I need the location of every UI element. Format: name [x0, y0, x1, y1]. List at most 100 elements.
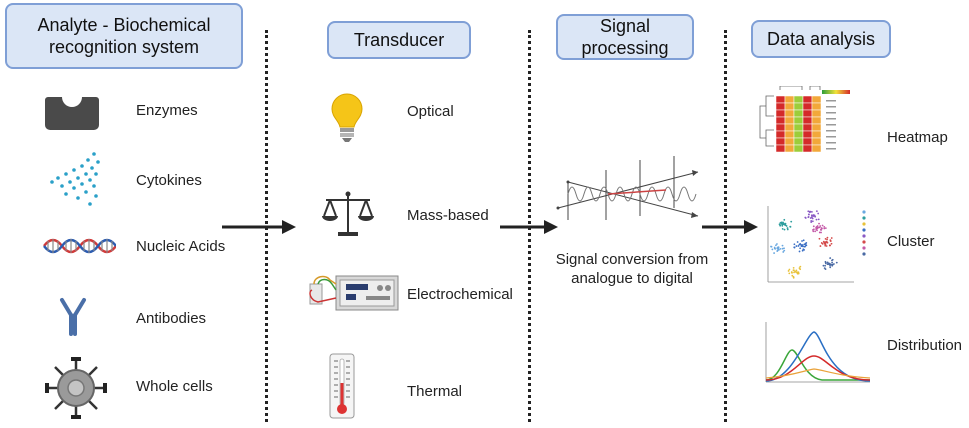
cluster-dot [818, 222, 820, 225]
header-data-label: Data analysis [766, 29, 876, 49]
cluster-dot [812, 229, 814, 231]
cluster-dot [770, 245, 772, 248]
heatmap-cell [775, 137, 786, 146]
heatmap-cell [784, 130, 795, 139]
cluster-dot [775, 244, 777, 247]
cluster-dot [809, 217, 812, 219]
cluster-dot [807, 210, 810, 213]
cluster-dot [788, 268, 791, 271]
cluster-dot [824, 268, 827, 271]
header-transducer: Transducer [327, 21, 471, 59]
analyte-label-whole-cells: Whole cells [136, 378, 213, 395]
cluster-dot [817, 218, 820, 221]
cluster-dot [831, 261, 834, 264]
cluster-legend-marker [862, 246, 866, 250]
cluster-dot [818, 237, 821, 240]
cluster-dot [829, 264, 831, 267]
cluster-dot [793, 271, 795, 274]
cluster-dot [805, 244, 807, 247]
heatmap-cell [802, 123, 813, 132]
cluster-dot [797, 245, 800, 247]
cluster-dot [821, 224, 824, 227]
cluster-dot [801, 249, 804, 252]
analyte-label-antibodies: Antibodies [136, 310, 207, 327]
cluster-dot [824, 260, 827, 263]
heatmap-cell [793, 116, 804, 125]
heatmap-cell [802, 95, 813, 104]
heatmap-cell [802, 102, 813, 111]
cluster-dot [802, 245, 805, 248]
cluster-dot [824, 244, 827, 247]
cluster-dot [792, 269, 795, 272]
cluster-dot [784, 222, 787, 225]
cluster-dot [782, 221, 784, 224]
heatmap-cell [802, 109, 813, 118]
cluster-dot [818, 231, 821, 234]
cluster-dot [787, 270, 790, 272]
cluster-dot [781, 244, 784, 247]
cluster-dot [783, 218, 786, 221]
cluster-dot [781, 247, 784, 250]
cluster-dot [832, 263, 835, 265]
cluster-dot [797, 272, 800, 275]
cluster-legend-marker [862, 228, 866, 232]
cluster-legend-marker [862, 216, 866, 220]
cluster-dot [773, 252, 776, 254]
transducer-label-mass-based: Mass-based [407, 207, 489, 224]
heatmap-cell [793, 144, 804, 153]
flow-arrow-2-icon [500, 220, 558, 234]
heatmap-cell [775, 95, 786, 104]
cluster-dot [831, 264, 833, 266]
heatmap-cell [793, 95, 804, 104]
cluster-dot [779, 247, 782, 250]
light-bulb-icon [331, 93, 363, 142]
data-label-distribution: Distribution [887, 337, 963, 354]
cluster-dot [803, 248, 806, 251]
signal-conversion-text: Signal conversion from analogue to digit… [555, 251, 709, 287]
cluster-dot [811, 211, 813, 213]
cluster-dot [820, 231, 822, 234]
cluster-dot [785, 225, 788, 227]
cytokines-icon [50, 152, 100, 206]
antibody-icon [60, 298, 86, 336]
cluster-dot [788, 272, 791, 275]
cluster-dot [828, 262, 831, 265]
cluster-legend-marker [862, 210, 866, 214]
heatmap-cell [802, 144, 813, 153]
cluster-dot [824, 237, 827, 240]
cluster-dot [798, 243, 801, 246]
heatmap-cell [811, 123, 822, 132]
cluster-dot [820, 228, 822, 231]
cluster-dot [804, 216, 807, 219]
cluster-dot [835, 261, 838, 264]
heatmap-cell [793, 102, 804, 111]
heatmap-cell [784, 144, 795, 153]
cluster-dot [780, 221, 783, 224]
cluster-dot [819, 245, 822, 247]
cluster-dot [782, 223, 785, 226]
heatmap-cell [811, 109, 822, 118]
cluster-dot [829, 257, 832, 259]
heatmap-cell [793, 130, 804, 139]
flow-arrow-1-icon [222, 220, 296, 234]
analyte-label-cytokines: Cytokines [136, 172, 202, 189]
enzyme-icon [45, 97, 99, 130]
cluster-dot [781, 224, 784, 227]
cluster-dot [830, 242, 833, 245]
heatmap-cell [784, 102, 795, 111]
cluster-dot [824, 227, 827, 230]
cluster-dot [811, 220, 814, 223]
heatmap-cell [802, 130, 813, 139]
cluster-dot [777, 247, 780, 250]
distribution-chart-icon [765, 322, 871, 383]
analyte-label-nucleic-acids: Nucleic Acids [136, 238, 226, 255]
cluster-dot [802, 239, 805, 242]
heatmap-cell [784, 123, 795, 132]
cluster-dot [815, 218, 818, 221]
cluster-dot [812, 225, 815, 228]
cluster-dot [804, 245, 806, 248]
cluster-dot [810, 215, 813, 217]
signal-waveform-icon [556, 156, 699, 220]
header-analyte: Analyte - Biochemical recognition system [5, 3, 243, 69]
cluster-dot [801, 240, 803, 242]
